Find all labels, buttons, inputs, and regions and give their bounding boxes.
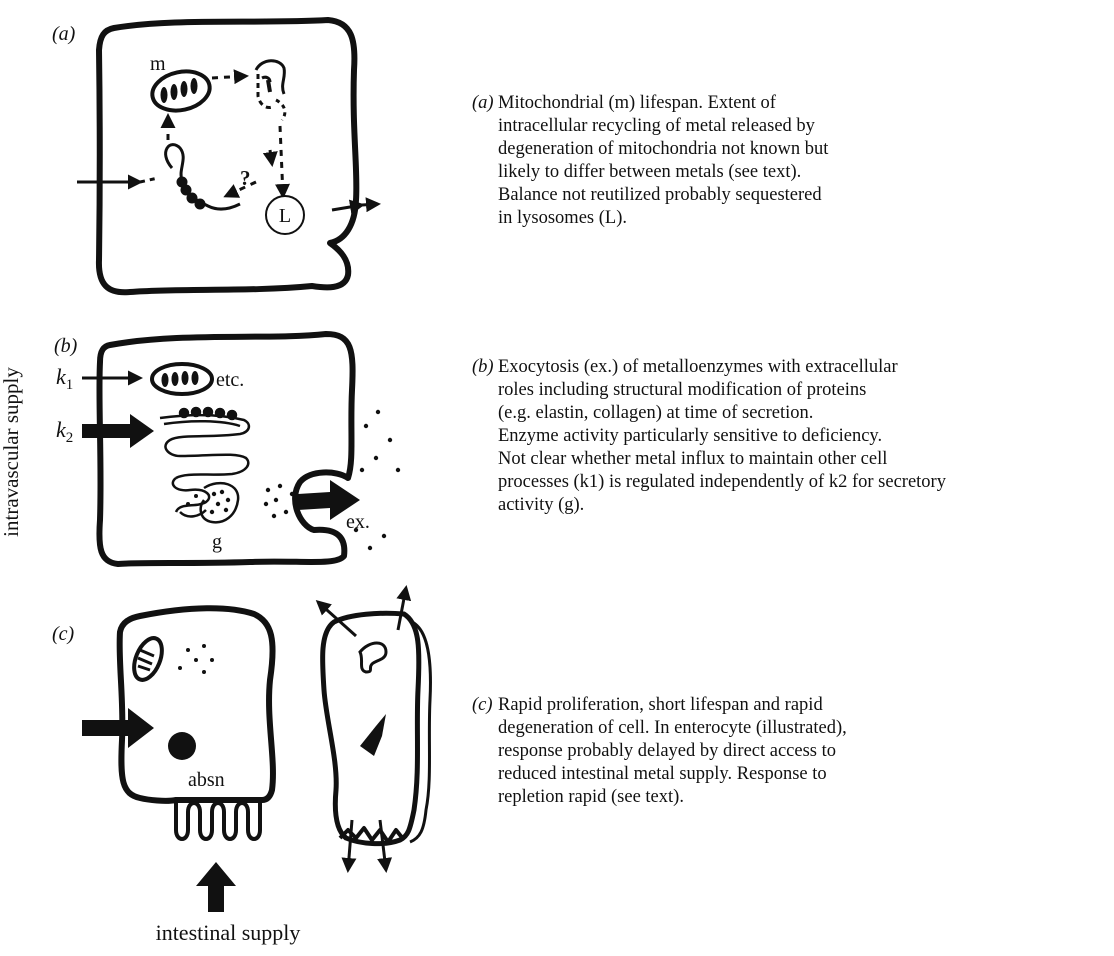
etc-label: etc. (216, 369, 244, 391)
mitochondrion-c (129, 634, 168, 684)
unknown-recycling-label: ? (240, 166, 251, 190)
nucleus (168, 732, 196, 760)
rough-er (160, 408, 249, 478)
caption-b-line: processes (k1) is regulated independentl… (498, 471, 1112, 494)
panel-a: (a) m ? (52, 20, 378, 292)
arrow-mito-degeneration (212, 76, 246, 78)
k2-label: k2 (56, 417, 73, 446)
caption-b-line: Not clear whether metal influx to mainta… (498, 448, 1112, 471)
lysosome-label: L (279, 205, 291, 227)
caption-b-line: (e.g. elastin, collagen) at time of secr… (498, 402, 1112, 425)
panel-b-label: (b) (54, 335, 78, 357)
panel-a-label: (a) (52, 23, 76, 45)
mitochondrion-degenerating (256, 61, 285, 120)
arrow-to-lysosome (280, 126, 283, 196)
arrow-efflux-a2 (362, 204, 378, 205)
caption-a-label: (a) (472, 92, 494, 115)
arrow-intestinal-supply (196, 862, 236, 912)
caption-a-text: Mitochondrial (m) lifespan. Extent of in… (498, 92, 832, 230)
arrow-k2-influx (82, 414, 154, 448)
ribosome-loop (166, 145, 240, 209)
caption-c: (c) Rapid proliferation, short lifespan … (472, 694, 852, 809)
panel-c-label: (c) (52, 623, 75, 645)
panel-a-cell-outline (99, 20, 356, 292)
mitochondrion-b (152, 364, 212, 394)
absorption-label: absn (188, 769, 225, 791)
caption-a: (a) Mitochondrial (m) lifespan. Extent o… (472, 92, 832, 230)
caption-b-line: roles including structural modification … (498, 379, 1112, 402)
caption-c-label: (c) (472, 694, 493, 717)
microvilli (176, 800, 260, 839)
arrow-influx-a2 (140, 178, 158, 182)
dots-c (178, 644, 214, 674)
nucleus-pyknotic (360, 714, 386, 756)
arrow-influx-c (82, 708, 154, 748)
k1-label: k1 (56, 364, 73, 393)
exocytosis-dots (264, 484, 294, 518)
arrow-efflux-c3 (348, 820, 352, 870)
panel-b: (b) k1 k2 etc. (54, 334, 400, 564)
exocytosis-label: ex. (346, 511, 370, 533)
mitochondrion-label: m (150, 53, 166, 75)
intravascular-supply-label: intravascular supply (0, 367, 23, 537)
organelle-degenerating (360, 643, 386, 672)
caption-b: (b) Exocytosis (ex.) of metalloenzymes w… (472, 356, 1112, 517)
panel-c: (c) absn (52, 588, 430, 912)
caption-b-line: Enzyme activity particularly sensitive t… (498, 425, 1112, 448)
arrow-efflux-c2 (398, 588, 406, 630)
caption-c-text: Rapid proliferation, short lifespan and … (498, 694, 852, 809)
arrow-recycling (270, 150, 272, 164)
caption-b-line: activity (g). (498, 494, 1112, 517)
caption-b-label: (b) (472, 356, 494, 379)
caption-b-line: Exocytosis (ex.) of metalloenzymes with … (498, 356, 1112, 379)
intestinal-supply-label: intestinal supply (156, 920, 301, 945)
golgi-label: g (212, 531, 222, 553)
caption-b-text: Exocytosis (ex.) of metalloenzymes with … (498, 356, 1112, 517)
